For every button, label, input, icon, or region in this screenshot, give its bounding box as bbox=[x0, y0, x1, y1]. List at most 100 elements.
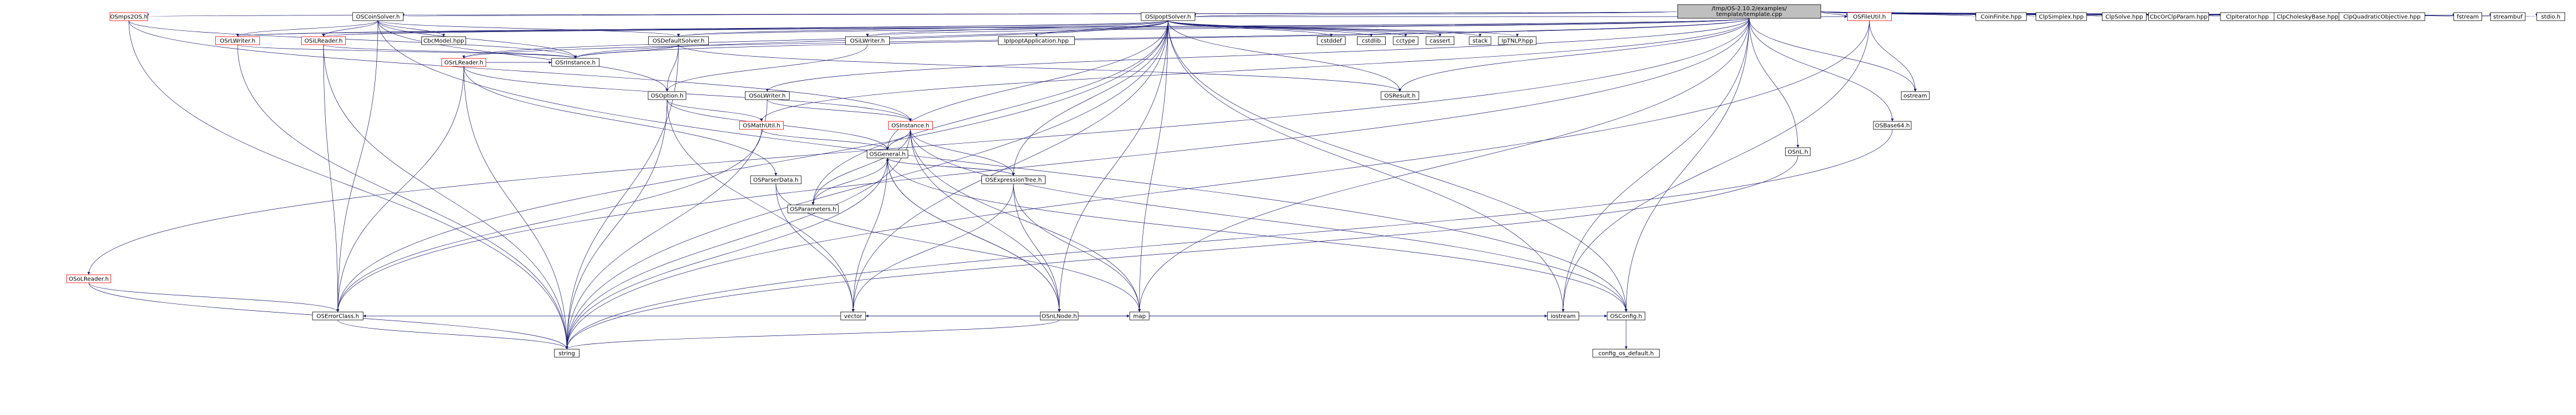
node-box bbox=[2490, 12, 2526, 21]
node-box bbox=[441, 58, 487, 67]
node-box bbox=[1677, 4, 1821, 19]
node-cbcmodel[interactable]: CbcModel.hpp bbox=[421, 36, 467, 45]
node-osolreader[interactable]: OSoLReader.h bbox=[66, 274, 111, 283]
node-map[interactable]: map bbox=[1129, 311, 1150, 321]
node-box bbox=[1141, 12, 1196, 21]
node-ostream[interactable]: ostream bbox=[1900, 91, 1930, 100]
node-osinstance[interactable]: OSInstance.h bbox=[888, 121, 933, 130]
edge-osconsolver-to-osconfig bbox=[377, 20, 1628, 313]
node-string[interactable]: string bbox=[554, 349, 580, 358]
edge-osdefaultsolver-to-osoption bbox=[665, 44, 679, 92]
edge-root-to-osrlreader bbox=[462, 18, 1750, 59]
node-coinfinite[interactable]: CoinFinite.hpp bbox=[1975, 12, 2027, 21]
node-osilreader[interactable]: OSiLReader.h bbox=[301, 36, 346, 45]
node-osoption[interactable]: OSOption.h bbox=[648, 91, 687, 100]
node-stdioh[interactable]: stdio.h bbox=[2536, 12, 2565, 21]
node-osipoptsolver[interactable]: OSIpoptSolver.h bbox=[1141, 12, 1196, 21]
node-cassert[interactable]: cassert bbox=[1425, 36, 1454, 45]
edge-osconsolver-to-osdefaultsolver bbox=[377, 20, 680, 37]
node-osdefaultsolver[interactable]: OSDefaultSolver.h bbox=[648, 36, 709, 45]
node-iostream[interactable]: iostream bbox=[1547, 311, 1579, 321]
node-osexprtree[interactable]: OSExpressionTree.h bbox=[981, 175, 1046, 184]
node-label: OSParserData.h bbox=[754, 177, 799, 184]
node-osrlwriter[interactable]: OSrLWriter.h bbox=[215, 36, 260, 45]
node-box bbox=[1129, 311, 1150, 321]
node-label: CoinFinite.hpp bbox=[1981, 14, 2021, 21]
node-osparserdata[interactable]: OSParserData.h bbox=[750, 175, 802, 184]
edge-osipoptsolver-to-cctype bbox=[1167, 20, 1407, 37]
node-osresult[interactable]: OSResult.h bbox=[1380, 91, 1419, 100]
node-osrinstance[interactable]: OSrInstance.h bbox=[551, 58, 599, 67]
edge-osilwriter-to-osoption bbox=[665, 44, 868, 92]
edge-osmps2os-to-osrinstance bbox=[128, 20, 577, 59]
node-clpquadratic[interactable]: ClpQuadraticObjective.hpp bbox=[2338, 12, 2425, 21]
edge-osexprtree-to-map bbox=[1013, 183, 1141, 313]
edge-root-to-osdefaultsolver bbox=[677, 18, 1750, 37]
edge-osipoptsolver-to-string bbox=[565, 20, 1169, 350]
node-vector[interactable]: vector bbox=[840, 311, 866, 321]
node-osnl[interactable]: OSnL.h bbox=[1785, 147, 1811, 156]
node-osfileutil[interactable]: OSFileUtil.h bbox=[1847, 12, 1892, 21]
node-box bbox=[2148, 12, 2209, 21]
node-ossilnode[interactable]: OSnLNode.h bbox=[1040, 311, 1079, 321]
edge-root-to-osilwriter bbox=[866, 18, 1750, 37]
node-clpsimplex[interactable]: ClpSimplex.hpp bbox=[2035, 12, 2087, 21]
edge-osoption-to-vector bbox=[666, 99, 855, 313]
node-box bbox=[888, 121, 933, 130]
node-cstdlib[interactable]: cstdlib bbox=[1356, 36, 1386, 45]
node-box bbox=[2338, 12, 2425, 21]
node-label: OSoLWriter.h bbox=[749, 93, 786, 100]
edge-root-to-osolwriter bbox=[766, 18, 1750, 92]
node-cctype[interactable]: cctype bbox=[1392, 36, 1419, 45]
node-box bbox=[215, 36, 260, 45]
node-label: stdio.h bbox=[2541, 14, 2561, 21]
node-box bbox=[421, 36, 467, 45]
edge-osipoptsolver-to-osparameters bbox=[811, 20, 1169, 205]
node-label: OSErrorClass.h bbox=[317, 314, 359, 320]
node-cstddef[interactable]: cstddef bbox=[1316, 36, 1346, 45]
node-label: OSBase64.h bbox=[1875, 123, 1910, 129]
node-fstream[interactable]: fstream bbox=[2453, 12, 2482, 21]
node-clpsolve[interactable]: ClpSolve.hpp bbox=[2101, 12, 2147, 21]
edge-ossilnode-to-string bbox=[565, 319, 1060, 350]
node-osconfig[interactable]: OSConfig.h bbox=[1607, 311, 1646, 321]
node-osconsolver[interactable]: OSCoinSolver.h bbox=[352, 12, 404, 21]
node-label: ClpCholeskyBase.hpp bbox=[2277, 14, 2338, 21]
node-clpiterator[interactable]: ClpIterator.hpp bbox=[2220, 12, 2275, 21]
node-osmps2os[interactable]: OSmps2OS.h bbox=[109, 12, 148, 21]
node-box bbox=[109, 12, 148, 21]
node-osrlreader[interactable]: OSrLReader.h bbox=[441, 58, 487, 67]
node-streambuf[interactable]: streambuf bbox=[2490, 12, 2526, 21]
node-osbase64[interactable]: OSBase64.h bbox=[1873, 121, 1912, 130]
node-label: OSrInstance.h bbox=[555, 60, 595, 66]
node-clpcholesky[interactable]: ClpCholeskyBase.hpp bbox=[2274, 12, 2341, 21]
edge-osmps2os-to-osinstance bbox=[128, 20, 912, 122]
node-ipoptapp[interactable]: IpIpoptApplication.hpp bbox=[998, 36, 1075, 45]
node-osgeneral[interactable]: OSGeneral.h bbox=[866, 149, 909, 159]
node-osmathutil[interactable]: OSMathUtil.h bbox=[739, 121, 784, 130]
node-box bbox=[2101, 12, 2147, 21]
node-box bbox=[1380, 91, 1419, 100]
node-oserrorclass[interactable]: OSErrorClass.h bbox=[312, 311, 364, 321]
node-osparameters[interactable]: OSParameters.h bbox=[787, 204, 839, 214]
node-configdefault[interactable]: config_os_default.h bbox=[1592, 349, 1660, 358]
edge-osrlwriter-to-string bbox=[237, 44, 569, 350]
edge-root-to-ostream bbox=[1749, 18, 1917, 92]
node-root[interactable]: /tmp/OS-2.10.2/examples/template/templat… bbox=[1677, 4, 1821, 19]
node-box bbox=[648, 36, 709, 45]
node-osilwriter[interactable]: OSiLWriter.h bbox=[845, 36, 890, 45]
edge-osconsolver-to-osrlwriter bbox=[236, 20, 378, 37]
node-stack[interactable]: stack bbox=[1469, 36, 1492, 45]
node-box bbox=[1469, 36, 1492, 45]
node-label: IpIpoptApplication.hpp bbox=[1004, 38, 1068, 45]
edge-osinstance-to-osexprtree bbox=[910, 129, 1015, 176]
node-osolwriter[interactable]: OSoLWriter.h bbox=[745, 91, 790, 100]
edge-oserrorclass-to-string bbox=[337, 319, 569, 350]
edge-osparserdata-to-vector bbox=[775, 183, 855, 313]
node-cbcorclpparam[interactable]: CbcOrClpParam.hpp bbox=[2148, 12, 2209, 21]
node-label: fstream bbox=[2457, 14, 2479, 21]
edge-root-to-oserrorclass bbox=[336, 18, 1750, 313]
node-box bbox=[1975, 12, 2027, 21]
node-iptnlp[interactable]: IpTNLP.hpp bbox=[1498, 36, 1537, 45]
edge-osdefaultsolver-to-osresult bbox=[678, 44, 1402, 92]
